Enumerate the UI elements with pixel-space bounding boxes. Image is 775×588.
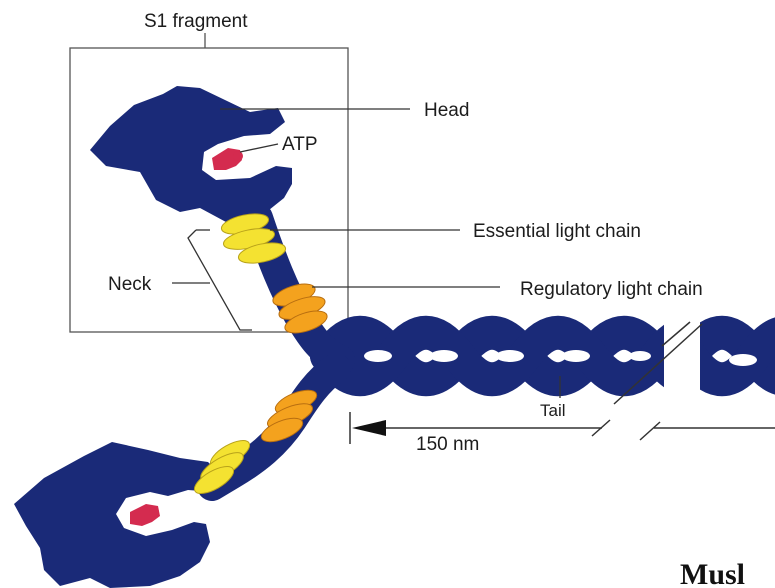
- essential-light-chain-label: Essential light chain: [473, 221, 641, 242]
- head-label: Head: [424, 100, 469, 121]
- neck-label: Neck: [108, 274, 152, 295]
- atp-label: ATP: [282, 134, 318, 155]
- regulatory-light-chain-label: Regulatory light chain: [520, 279, 703, 300]
- s1-fragment-label: S1 fragment: [144, 11, 248, 32]
- arrowhead-icon: [352, 420, 386, 436]
- upper-myosin-head: [90, 86, 292, 226]
- atp-molecule-upper: [212, 144, 278, 170]
- caption-partial: Musl: [680, 558, 745, 588]
- length-label: 150 nm: [416, 434, 479, 455]
- tail-label: Tail: [540, 401, 566, 420]
- tail-coiled-coil: [327, 331, 775, 380]
- atp-molecule-lower: [130, 504, 160, 526]
- lower-myosin-head: [14, 442, 222, 588]
